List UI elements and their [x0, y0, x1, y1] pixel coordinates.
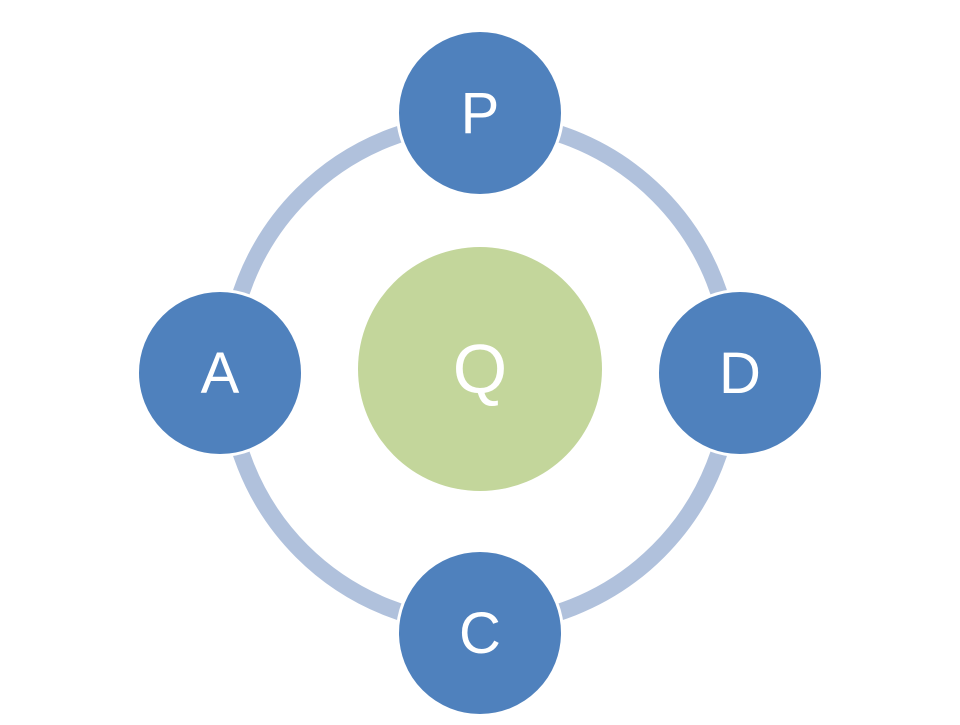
center-node-label: Q: [452, 330, 508, 408]
cycle-node-p: P: [396, 29, 564, 197]
cycle-node-label: C: [459, 600, 501, 666]
cycle-node-label: P: [460, 80, 500, 146]
cycle-node-label: A: [200, 340, 240, 406]
cycle-node-c: C: [396, 549, 564, 717]
cycle-node-label: D: [719, 340, 761, 406]
cycle-node-a: A: [136, 289, 304, 457]
cycle-node-d: D: [656, 289, 824, 457]
center-node-q: Q: [358, 247, 602, 491]
